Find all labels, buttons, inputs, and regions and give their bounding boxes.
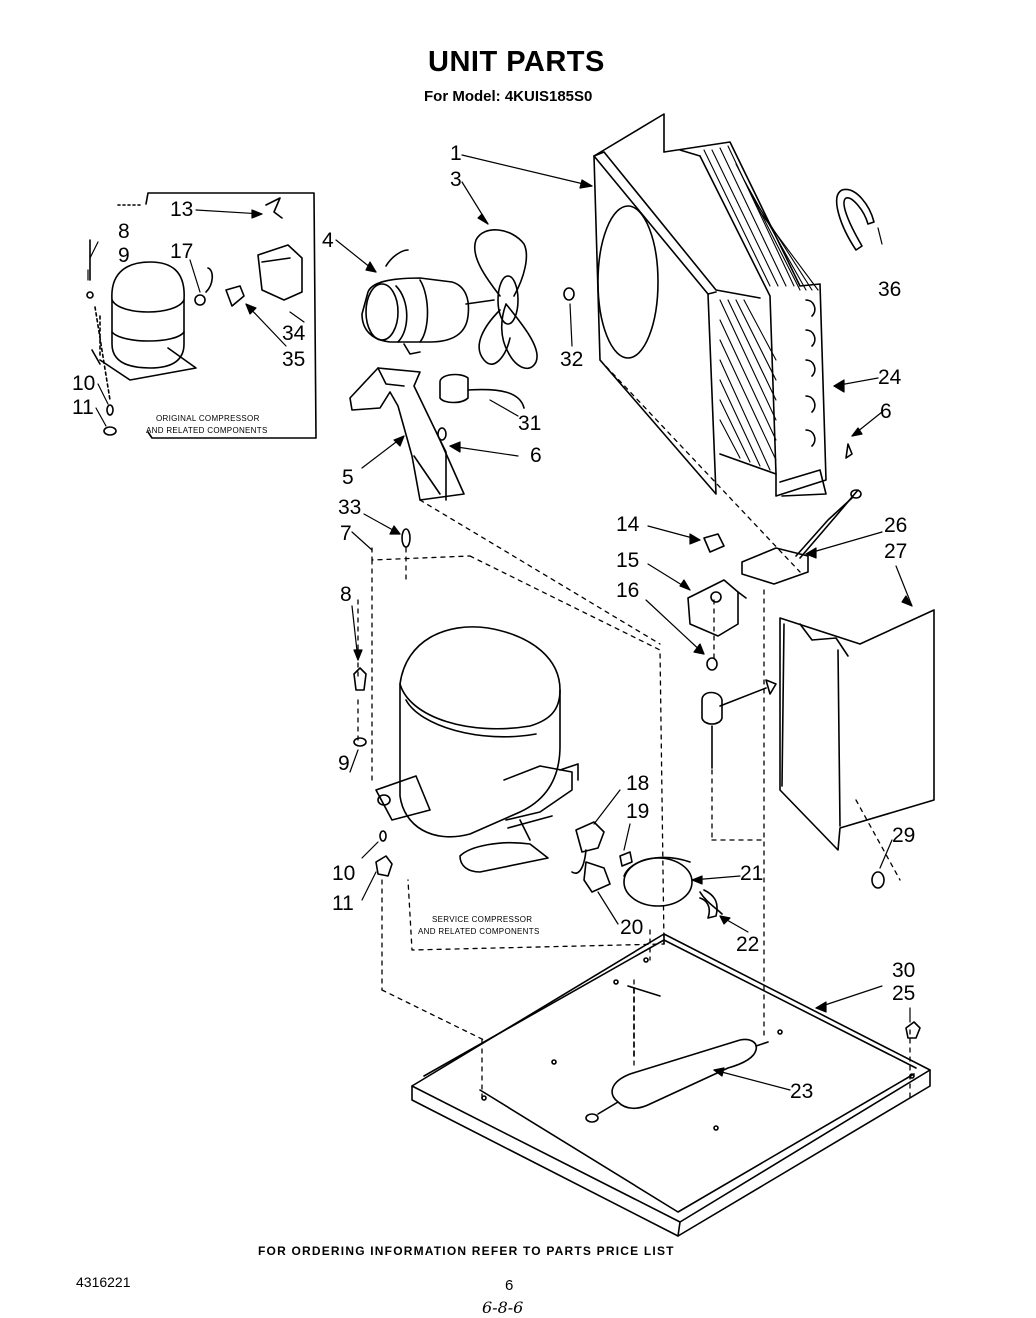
callout-32: 32 [560, 348, 583, 371]
original-caption-line2: AND RELATED COMPONENTS [146, 426, 268, 435]
original-compressor-inset [117, 192, 317, 439]
condenser-coil [663, 141, 853, 497]
callout-1: 1 [450, 142, 462, 165]
terminal-26 [741, 489, 862, 585]
callout-17: 17 [170, 240, 193, 263]
callout-5: 5 [342, 466, 354, 489]
callout-8-original: 8 [118, 220, 130, 243]
callout-10-service: 10 [332, 862, 355, 885]
motor-bracket [349, 367, 465, 548]
capacitor-31 [439, 373, 525, 409]
drier-23 [585, 1038, 769, 1123]
callout-14: 14 [616, 513, 640, 536]
callout-11-service: 11 [332, 892, 354, 915]
page-number: 6 [505, 1277, 514, 1294]
callout-31: 31 [518, 412, 541, 435]
page-title: UNIT PARTS [428, 46, 605, 78]
callout-19: 19 [626, 800, 649, 823]
callout-numbers: 1 3 4 5 6 6 7 8 8 9 9 10 10 11 11 13 14 … [72, 142, 915, 1103]
base-pan [411, 933, 931, 1237]
service-mount-hardware [353, 667, 393, 877]
callout-23: 23 [790, 1080, 813, 1103]
callout-4: 4 [322, 229, 334, 252]
callout-16: 16 [616, 579, 639, 602]
callout-27: 27 [884, 540, 907, 563]
callout-36: 36 [878, 278, 901, 301]
callout-33: 33 [338, 496, 361, 519]
service-compressor [375, 626, 579, 873]
ordering-note: FOR ORDERING INFORMATION REFER TO PARTS … [258, 1244, 675, 1258]
fan-motor [361, 249, 495, 355]
document-number: 4316221 [76, 1274, 131, 1290]
callout-7: 7 [340, 522, 352, 545]
callout-10-original: 10 [72, 372, 95, 395]
callout-11-original: 11 [72, 396, 94, 419]
leader-lines [87, 154, 913, 1091]
original-relay-parts [194, 197, 303, 307]
callout-34: 34 [282, 322, 306, 345]
service-caption-line1: SERVICE COMPRESSOR [432, 915, 532, 924]
service-caption-line2: AND RELATED COMPONENTS [418, 927, 540, 936]
callout-35: 35 [282, 348, 305, 371]
callout-3: 3 [450, 168, 462, 191]
callout-26: 26 [884, 514, 907, 537]
callout-25: 25 [892, 982, 915, 1005]
callout-9-original: 9 [118, 244, 130, 267]
screw-25 [905, 1021, 921, 1039]
callout-9-service: 9 [338, 752, 350, 775]
service-relay-parts [571, 821, 723, 919]
callout-6-coil: 6 [880, 400, 892, 423]
callout-8-service: 8 [340, 583, 352, 606]
callout-20: 20 [620, 916, 643, 939]
panel-27 [779, 609, 935, 889]
callout-18: 18 [626, 772, 649, 795]
condenser-shroud [593, 113, 761, 495]
callout-29: 29 [892, 824, 915, 847]
callout-30: 30 [892, 959, 915, 982]
handwritten-note: 6-8-6 [482, 1298, 524, 1317]
solenoid-parts [687, 533, 777, 769]
callout-21: 21 [740, 862, 763, 885]
model-subtitle: For Model: 4KUIS185S0 [424, 88, 593, 105]
callout-24: 24 [878, 366, 902, 389]
callout-15: 15 [616, 549, 639, 572]
original-compressor [86, 239, 197, 436]
callout-13: 13 [170, 198, 193, 221]
original-caption-line1: ORIGINAL COMPRESSOR [156, 414, 260, 423]
callout-22: 22 [736, 933, 759, 956]
fan-blade [473, 229, 575, 370]
tube-clip-36 [835, 188, 875, 251]
callout-6-bracket: 6 [530, 444, 542, 467]
